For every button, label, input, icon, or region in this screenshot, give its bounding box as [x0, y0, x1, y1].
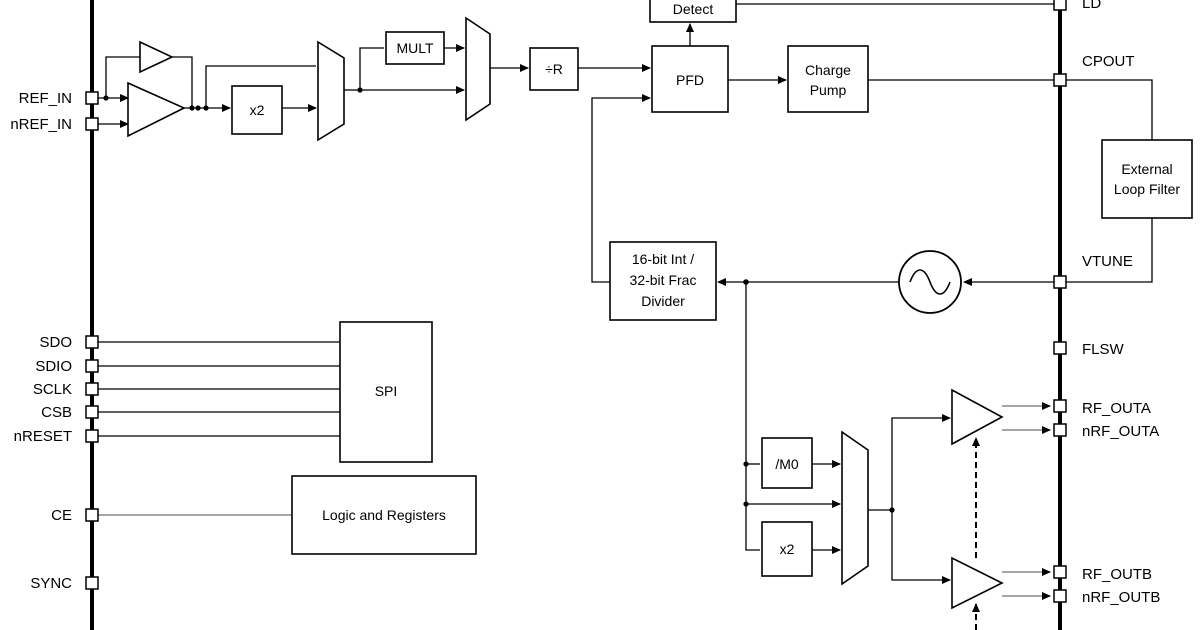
sdo-label: SDO — [39, 334, 72, 351]
charge-pump-block — [787, 45, 869, 113]
pin-nrf-outb — [1053, 589, 1067, 603]
mult-label: MULT — [396, 40, 434, 56]
pfd-block — [651, 45, 729, 113]
right-pins: LD CPOUT VTUNE FLSW RF_OUTA nRF_OUTA RF_… — [1053, 0, 1160, 606]
flsw-label: FLSW — [1082, 341, 1125, 358]
lock-detect-block — [649, 0, 737, 23]
spi-block — [339, 321, 433, 463]
pin-vtune — [1053, 275, 1067, 289]
pin-rf-outa — [1053, 399, 1067, 413]
left-pins: REF_IN nREF_IN SDO SDIO SCLK CSB nRESET … — [10, 90, 99, 592]
mult-block — [385, 31, 445, 65]
pin-sdo — [85, 335, 99, 349]
ref-mux-2 — [465, 16, 491, 122]
pfd-label: PFD — [676, 72, 704, 88]
n-divider-block — [609, 241, 717, 321]
nrf-outa-label: nRF_OUTA — [1082, 423, 1159, 440]
vco-sine-icon — [909, 269, 951, 295]
rf-outa-label: RF_OUTA — [1082, 400, 1151, 417]
nrf-outb-label: nRF_OUTB — [1082, 589, 1160, 606]
m0-divider-block — [761, 437, 813, 489]
pin-nrf-outa — [1053, 423, 1067, 437]
rf-outb-label: RF_OUTB — [1082, 566, 1152, 583]
control-section: SPI Logic and Registers — [98, 321, 477, 555]
ref-input-amplifier — [127, 81, 186, 138]
csb-label: CSB — [41, 404, 72, 421]
pin-sync — [85, 576, 99, 590]
logic-registers-label: Logic and Registers — [322, 507, 446, 523]
pin-ld — [1053, 0, 1067, 11]
r-divider-block — [529, 47, 579, 91]
ref-mux-1 — [317, 40, 345, 142]
pin-ref-in — [85, 91, 99, 105]
charge-pump-label-1: Charge — [805, 62, 851, 78]
pin-flsw — [1053, 341, 1067, 355]
logic-registers-block — [291, 475, 477, 555]
pin-rf-outb — [1053, 565, 1067, 579]
loop-section: External Loop Filter 16-bit Int / 32-bit… — [609, 79, 1193, 321]
pin-csb — [85, 405, 99, 419]
ref-small-buffer — [139, 40, 174, 74]
sclk-label: SCLK — [33, 381, 72, 398]
reference-path: x2 MULT ÷R — [98, 16, 651, 142]
sync-label: SYNC — [30, 575, 72, 592]
output-doubler-label: x2 — [780, 541, 795, 557]
charge-pump-label-2: Pump — [810, 82, 847, 98]
nreset-label: nRESET — [14, 428, 72, 445]
spi-label: SPI — [375, 383, 398, 399]
ref-doubler-label: x2 — [250, 102, 265, 118]
n-divider-label-2: 32-bit Frac — [630, 272, 697, 288]
output-mux — [841, 430, 869, 586]
pin-ce — [85, 508, 99, 522]
nref-in-label: nREF_IN — [10, 116, 72, 133]
vtune-label: VTUNE — [1082, 253, 1133, 270]
output-buffer-b — [951, 556, 1004, 610]
ref-in-label: REF_IN — [19, 90, 72, 107]
cpout-label: CPOUT — [1082, 53, 1135, 70]
pin-cpout — [1053, 73, 1067, 87]
output-doubler-block — [761, 521, 813, 577]
loop-filter-label-2: Loop Filter — [1114, 181, 1180, 197]
ref-doubler-block — [231, 85, 283, 135]
lock-detect-label: Detect — [673, 1, 714, 17]
ce-label: CE — [51, 507, 72, 524]
sdio-label: SDIO — [35, 358, 72, 375]
pin-sdio — [85, 359, 99, 373]
ld-label: LD — [1082, 0, 1101, 12]
m0-divider-label: /M0 — [775, 456, 799, 472]
r-divider-label: ÷R — [545, 61, 563, 77]
pin-nref-in — [85, 117, 99, 131]
output-path: /M0 x2 — [743, 282, 1051, 630]
external-loop-filter-block — [1101, 139, 1193, 219]
pfd-section: Detect PFD Charge Pump — [591, 0, 1056, 283]
output-buffer-a — [951, 388, 1004, 446]
n-divider-label-3: Divider — [641, 293, 685, 309]
loop-filter-label-1: External — [1121, 161, 1172, 177]
pin-nreset — [85, 429, 99, 443]
pin-sclk — [85, 382, 99, 396]
n-divider-label-1: 16-bit Int / — [632, 251, 694, 267]
